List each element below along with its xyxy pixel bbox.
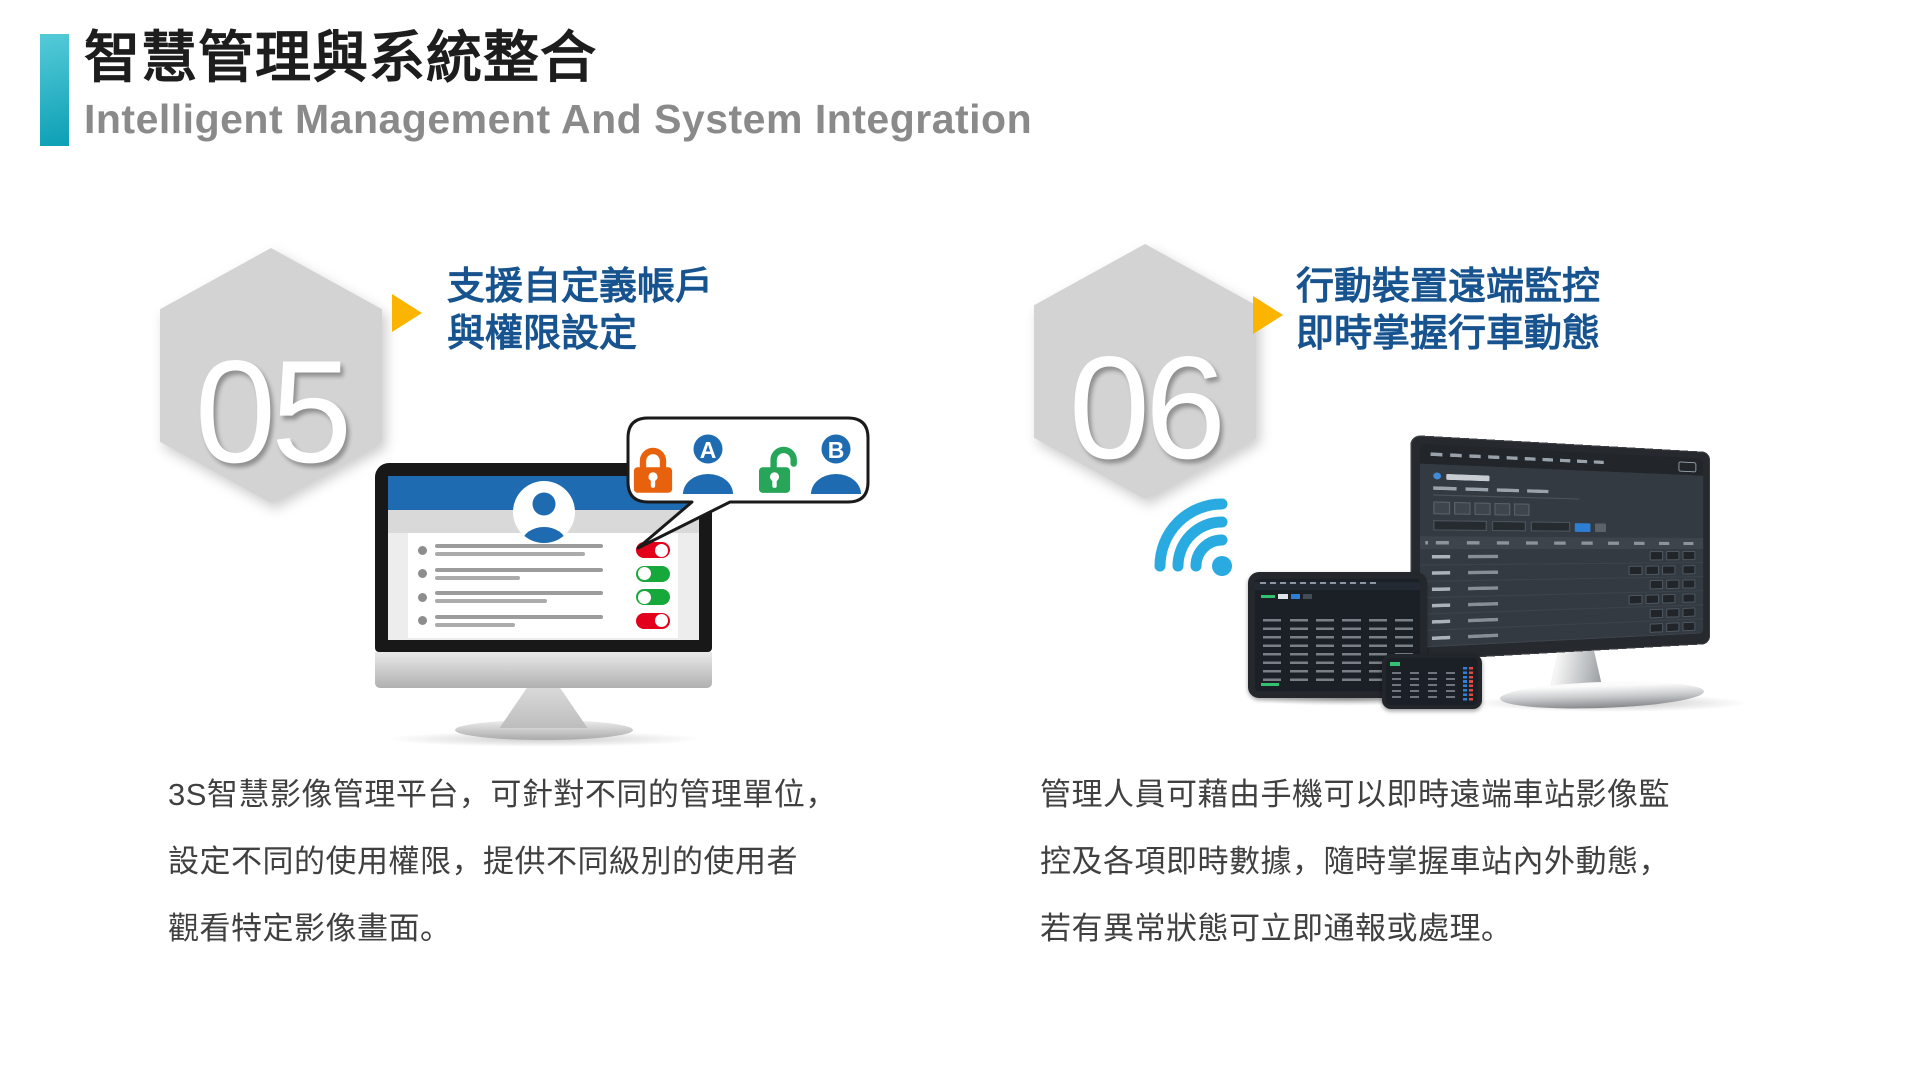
- heading-line: 即時掌握行車動態: [1296, 313, 1601, 355]
- heading-line: 行動裝置遠端監控: [1296, 266, 1601, 308]
- user-b-icon: B: [809, 432, 863, 494]
- row-bullet: [418, 616, 427, 626]
- description-line: 設定不同的使用權限，提供不同級別的使用者: [168, 844, 798, 879]
- monitor-bezel: [375, 463, 712, 652]
- tablet-footer-text: [1261, 683, 1279, 686]
- page-title: 智慧管理與系統整合: [84, 26, 597, 89]
- row-text-skeleton: [435, 544, 603, 557]
- mockup-page-title: [1433, 472, 1703, 488]
- mockup-user-icon: [1433, 472, 1442, 480]
- section-06-description: 管理人員可藉由手機可以即時遠端車站影像監 控及各項即時數據，隨時掌握車站內外動態…: [1040, 772, 1800, 973]
- section-number-05: 05: [194, 330, 352, 493]
- user-b-label: B: [827, 437, 845, 463]
- phone-screen-mockup: [1386, 658, 1478, 705]
- section-06-heading: 行動裝置遠端監控 即時掌握行車動態: [1296, 264, 1600, 358]
- locked-user-group: A: [633, 432, 735, 494]
- section-05-heading: 支援自定義帳戶 與權限設定: [447, 264, 713, 358]
- permission-row: [408, 589, 678, 606]
- unlocked-user-group: B: [759, 432, 863, 494]
- mockup-search-bar: [1433, 520, 1703, 533]
- page-subtitle: Intelligent Management And System Integr…: [84, 96, 1033, 142]
- callout-content: A B: [632, 424, 864, 494]
- description-line: 管理人員可藉由手機可以即時遠端車站影像監: [1040, 777, 1670, 812]
- hexagon-shape: [1034, 244, 1256, 499]
- wifi-signal-icon: [1154, 498, 1232, 576]
- mockup-tabs: [1433, 486, 1580, 500]
- description-line: 若有異常狀態可立即通報或處理。: [1040, 911, 1513, 946]
- padlock-open-icon: [759, 446, 797, 493]
- description-line: 觀看特定影像畫面。: [168, 911, 452, 946]
- hexagon-badge-06: 06: [1034, 244, 1256, 499]
- hexagon-badge-05: 05: [160, 248, 382, 503]
- description-line: 控及各項即時數據，隨時掌握車站內外動態，: [1040, 844, 1670, 879]
- description-line: 3S智慧影像管理平台，可針對不同的管理單位，: [168, 777, 837, 812]
- user-avatar-icon: [512, 481, 575, 543]
- mockup-logout-button: [1678, 460, 1697, 472]
- hexagon-shape: [160, 248, 382, 503]
- desktop-screen-mockup: [1419, 443, 1704, 648]
- permission-toggle[interactable]: [636, 589, 670, 606]
- phone-illustration: [1382, 654, 1482, 709]
- heading-line: 支援自定義帳戶: [447, 266, 714, 308]
- mockup-search-button: [1574, 522, 1591, 532]
- row-text-skeleton: [435, 614, 603, 627]
- bullet-arrow-icon: [392, 294, 422, 332]
- row-text-skeleton: [435, 567, 603, 580]
- permission-callout-bubble: [626, 416, 870, 550]
- section-05-description: 3S智慧影像管理平台，可針對不同的管理單位， 設定不同的使用權限，提供不同級別的…: [168, 772, 928, 973]
- phone-bar-chart-blue: [1463, 667, 1467, 701]
- tablet-navbar: [1255, 582, 1420, 590]
- monitor-chin: [375, 652, 712, 688]
- phone-status-chip: [1390, 662, 1400, 666]
- row-bullet: [418, 569, 427, 579]
- permission-toggle[interactable]: [636, 565, 670, 582]
- permission-row: [408, 612, 678, 629]
- monitor-stand-neck: [499, 688, 588, 728]
- row-bullet: [418, 545, 427, 555]
- desktop-monitor-illustration: [1410, 434, 1710, 662]
- permission-toggle[interactable]: [636, 612, 670, 629]
- desktop-bezel: [1410, 434, 1710, 662]
- padlock-closed-icon: [633, 447, 673, 493]
- mockup-table-header: [1419, 536, 1704, 550]
- permission-row: [408, 565, 678, 582]
- monitor-stand-base: [454, 720, 633, 740]
- accent-bar: [40, 34, 69, 146]
- heading-line: 與權限設定: [447, 313, 638, 355]
- section-number-06: 06: [1068, 326, 1226, 489]
- user-a-label: A: [699, 437, 717, 463]
- account-permission-monitor-illustration: [375, 463, 712, 758]
- row-text-skeleton: [435, 591, 603, 604]
- mockup-navbar: [1419, 443, 1704, 476]
- mockup-filter-chips: [1433, 501, 1703, 518]
- bullet-arrow-icon: [1253, 296, 1283, 334]
- tablet-filter-row: [1261, 594, 1420, 599]
- phone-bar-chart-red: [1469, 667, 1473, 701]
- user-a-icon: A: [681, 432, 735, 494]
- row-bullet: [418, 592, 427, 602]
